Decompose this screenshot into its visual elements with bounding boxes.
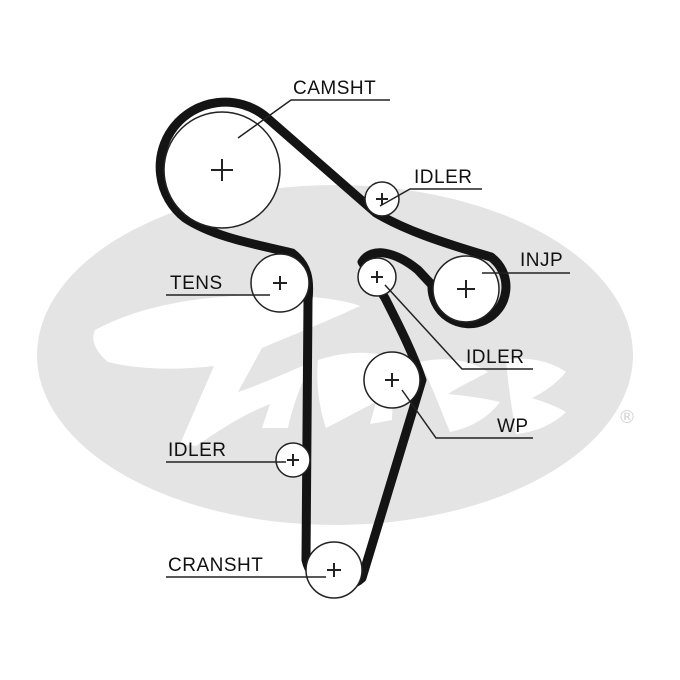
camshaft-pulley (163, 111, 281, 229)
watermark-lettering (93, 295, 566, 446)
leader-lines (166, 99, 570, 578)
label-idler-middle: IDLER (466, 347, 524, 368)
belt-loop-path (155, 97, 511, 592)
pulleys (163, 111, 500, 599)
label-idler-top: IDLER (414, 167, 472, 188)
leader-water-pump (401, 389, 533, 439)
leader-camshaft (237, 99, 390, 139)
label-camshaft: CAMSHT (293, 78, 376, 99)
idler-bottom-pulley (275, 442, 311, 478)
label-tensioner: TENS (170, 273, 223, 294)
label-injection-pump: INJP (520, 250, 563, 271)
label-idler-bottom: IDLER (168, 440, 226, 461)
brand-logo-watermark: ® (37, 185, 636, 525)
water-pump-pulley (363, 351, 421, 409)
tensioner-pulley (250, 253, 310, 313)
registered-mark: ® (618, 407, 636, 428)
leader-idler-middle (384, 284, 533, 370)
crankshaft-pulley (305, 541, 363, 599)
label-water-pump: WP (497, 416, 529, 437)
injection-pump-pulley (432, 255, 500, 323)
idler-top-pulley (364, 181, 400, 217)
labels: CAMSHT IDLER INJP TENS IDLER WP IDLER CR… (168, 78, 563, 576)
timing-belt (155, 97, 511, 592)
leader-idler-top (379, 188, 482, 207)
label-crankshaft: CRANSHT (168, 555, 263, 576)
